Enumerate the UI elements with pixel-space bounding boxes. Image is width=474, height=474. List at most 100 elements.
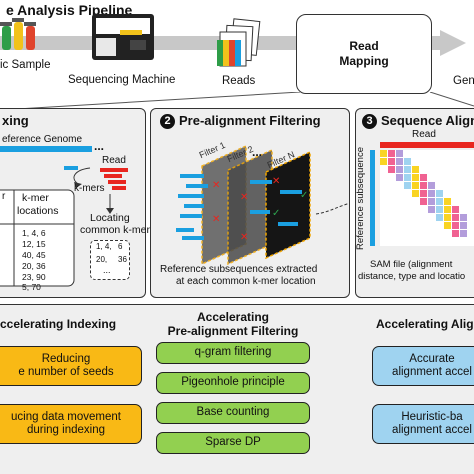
table-header-locations: locations [17,205,59,217]
matrix-cell [380,150,387,157]
accel-indexing-title: ccelerating Indexing [0,317,117,331]
prealign-caption-1: Reference subsequences extracted [160,264,318,275]
locating-label-2: common k-mers [80,224,156,236]
matrix-cell [388,150,395,157]
matrix-cell [420,174,427,181]
svg-text:✕: ✕ [212,214,220,225]
sam-label-1: SAM file (alignment [370,259,453,270]
accel-align-item-2-line-2: alignment accel [392,424,472,436]
location-row-3: 40, 45 [22,250,46,260]
matrix-cell [452,222,459,229]
table-col-left: r [2,191,6,202]
seqalign-number-badge: 3 [362,114,377,129]
matrix-cell [436,206,443,213]
prealign-title-text: Pre-alignment Filtering [179,113,321,128]
matrix-cell [380,158,387,165]
reference-genome-label: eference Genome [2,134,83,145]
mapping-connector [0,92,474,111]
indexing-title: xing [2,113,29,128]
location-box [90,240,130,280]
loc-box-4: 36 [118,255,127,264]
matrix-cell [396,174,403,181]
accel-prealign-item-qgram: q-gram filtering [156,342,310,364]
read-mapping-label-1: Read [349,39,379,53]
svg-text:✓: ✓ [300,190,308,201]
seqalign-title: 3 Sequence Aligne [362,114,474,129]
accel-align-title: Accelerating Alig [376,317,474,331]
filter-ellipsis: ... [252,145,263,159]
filters-illustration: ✕ ✕ ✕ ✕ ✕ ✓ ✓ [176,144,350,266]
accel-prealign-item-sparse-dp: Sparse DP [156,432,310,454]
accel-indexing-item-2-line-1: ucing data movement [11,410,121,423]
matrix-cell [460,214,467,221]
matrix-cell [412,174,419,181]
table-header-kmer: k-mer [22,192,49,204]
alignment-matrix [370,142,474,246]
read-mapping-label-2: Mapping [339,54,389,68]
matrix-cell [420,190,427,197]
matrix-cell [428,198,435,205]
matrix-cell [396,150,403,157]
matrix-cell [444,214,451,221]
matrix-cell [452,230,459,237]
accel-prealign-title-2: Pre-alignment Filtering [167,324,299,338]
accel-indexing-item-2-line-2: during indexing [26,424,105,436]
location-row-5: 23, 90 [22,272,46,282]
kmers-label: k-mers [74,183,105,194]
location-row-6: 5, 70 [22,282,41,292]
sequencing-machine-label: Sequencing Machine [68,74,176,86]
matrix-cell [412,182,419,189]
locating-arrow [106,194,114,214]
accel-prealign-item-pigeonhole: Pigeonhole principle [156,372,310,394]
matrix-cell [404,174,411,181]
loc-box-5: ... [103,265,111,275]
read-label-indexing: Read [102,155,126,166]
svg-text:✕: ✕ [240,232,248,243]
loc-box-1: 1, 4, [96,242,112,251]
matrix-cell [444,222,451,229]
svg-text:✓: ✓ [272,208,280,219]
pipeline-title: e Analysis Pipeline [6,2,133,18]
matrix-cell [420,182,427,189]
kmer-table [0,189,75,287]
accel-indexing-item-1-line-1: Reducing [41,352,91,365]
svg-text:✕: ✕ [240,192,248,203]
reads-stack-icon [217,18,261,67]
accel-indexing-item-1-line-2: e number of seeds [18,366,114,378]
sequencing-machine-icon [92,14,154,60]
matrix-cell [412,166,419,173]
seqalign-title-text: Sequence Aligne [381,113,474,128]
matrix-cell [444,206,451,213]
accel-align-item-1-line-2: alignment accel [392,366,472,378]
prealign-caption-2: at each common k-mer location [176,276,316,287]
kmers-red-bars [64,166,128,190]
accel-align-item-2-line-1: Heuristic-ba [401,410,463,423]
genome-label: Gen [453,75,474,87]
accel-prealign-item-base-counting: Base counting [156,402,310,424]
test-tubes-icon [0,18,36,50]
matrix-cell [404,182,411,189]
matrix-cell [436,214,443,221]
matrix-cell [444,198,451,205]
matrix-cell [396,166,403,173]
matrix-cell [460,230,467,237]
matrix-cell [388,166,395,173]
location-row-2: 12, 15 [22,239,46,249]
svg-text:✕: ✕ [272,176,280,187]
matrix-cell [452,206,459,213]
matrix-cell [412,190,419,197]
indexing-ellipsis: ... [94,139,105,153]
matrix-cell [428,190,435,197]
location-row-4: 20, 36 [22,261,46,271]
genetic-sample-label: ic Sample [0,59,51,71]
matrix-cell [436,198,443,205]
accel-align-item-1-line-1: Accurate [409,352,455,365]
loc-box-2: 6 [118,242,123,251]
matrix-cell [428,182,435,189]
location-row-1: 1, 4, 6 [22,228,46,238]
